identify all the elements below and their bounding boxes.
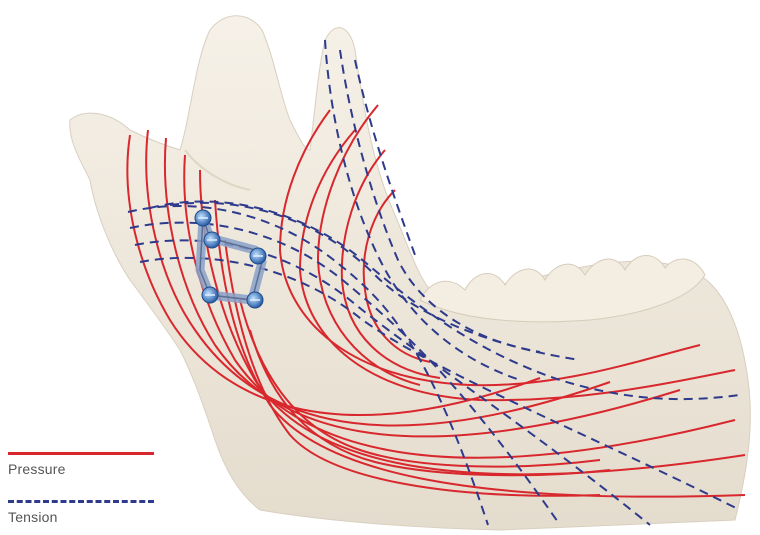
legend-tension-swatch — [8, 500, 154, 503]
legend-tension-label: Tension — [8, 509, 154, 525]
legend-tension: Tension — [8, 500, 154, 525]
legend-pressure-label: Pressure — [8, 461, 154, 477]
legend-pressure: Pressure — [8, 452, 154, 477]
legend-pressure-swatch — [8, 452, 154, 455]
